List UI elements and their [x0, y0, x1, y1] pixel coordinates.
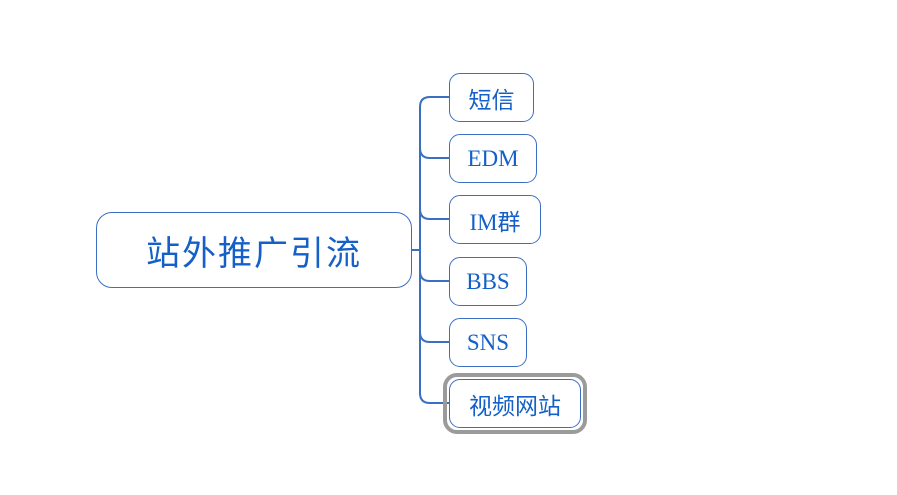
connector-branch-5: [419, 331, 449, 343]
mindmap-child-node-im-group[interactable]: IM群: [449, 195, 541, 244]
mindmap-child-node-sns[interactable]: SNS: [449, 318, 527, 367]
connector-branch-4: [419, 270, 449, 282]
connector-branch-2: [419, 147, 449, 159]
connector-branch-1: [419, 96, 449, 108]
mindmap-child-node-bbs[interactable]: BBS: [449, 257, 527, 306]
mindmap-root-node[interactable]: 站外推广引流: [96, 212, 412, 288]
connector-branch-3: [419, 208, 449, 220]
mindmap-child-node-sms[interactable]: 短信: [449, 73, 534, 122]
mindmap-child-node-video-site[interactable]: 视频网站: [449, 379, 581, 428]
mindmap-child-node-edm[interactable]: EDM: [449, 134, 537, 183]
connector-branch-6: [419, 392, 449, 404]
